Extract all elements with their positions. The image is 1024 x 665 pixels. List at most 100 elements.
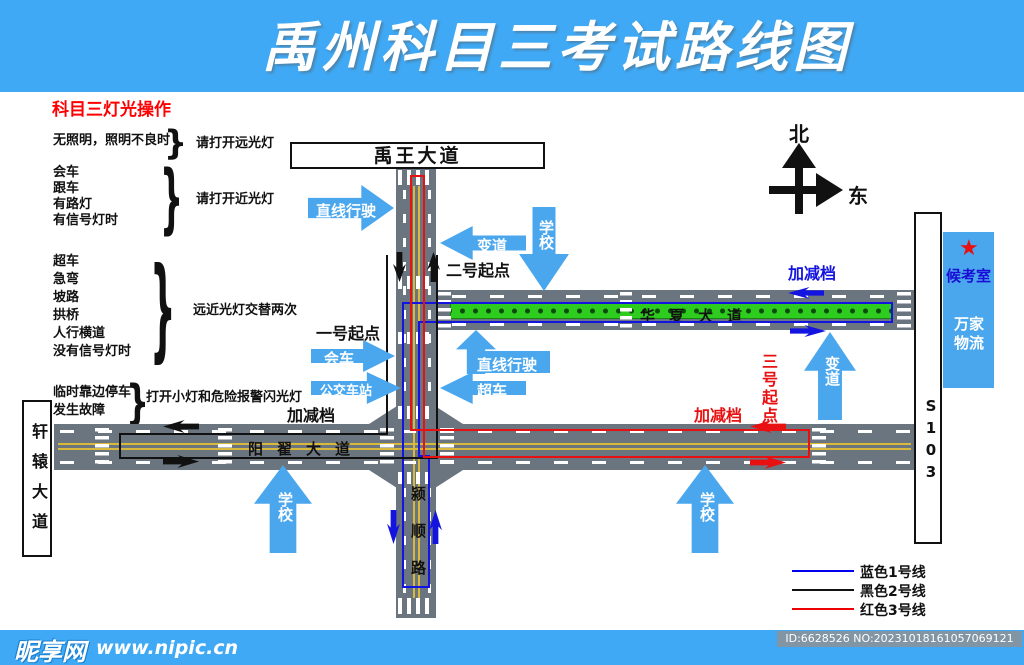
rule4-action: 打开小灯和危险报警闪光灯 [146,390,303,405]
route2-black-line [119,433,388,435]
rule3-condition: 急弯 [53,272,80,287]
crosswalk [812,428,826,466]
lane-dashes [60,430,910,433]
straight-driving-label-box [472,351,550,373]
sign-s103: S103 [914,212,942,544]
route1-blue-line [891,302,893,323]
route1-blue-line [428,455,430,588]
crosswalk [620,292,632,328]
junction-flare [369,406,397,424]
compass-east-label: 东 [848,184,868,208]
compass-north-arrow-icon [782,143,816,168]
gear-shift-label-red: 加减档 [694,406,743,425]
compass-east-arrow-icon [816,173,843,207]
image-id-badge: ID:6628526 NO:20231018161057069121 [777,631,1022,647]
route3-red-line [410,175,412,431]
rule2-condition: 跟车 [53,181,80,196]
road-label-huaxia: 华夏大道 [640,307,757,325]
meeting-label: 会车 [324,350,355,368]
rule2-condition: 有路灯 [53,197,93,212]
route2-black-line [386,255,388,435]
legend-label-blue: 蓝色1号线 [860,565,926,581]
center-line-yellow [58,443,911,450]
route1-blue-line [402,302,404,588]
crosswalk [398,406,434,419]
page-title: 禹州科目三考试路线图 [262,16,852,79]
watermark-site-url: www.nipic.cn [96,637,239,659]
legend-label-black: 黑色2号线 [860,584,926,600]
legend-line-red [792,608,854,610]
sign-yuwang-avenue: 禹王大道 [290,142,545,169]
rule1-action: 请打开远光灯 [196,136,275,151]
road-label-yingshun: 颍顺路 [409,486,427,597]
rule2-condition: 会车 [53,165,80,180]
title-banner [0,0,1024,92]
rule3-action: 远近光灯交替两次 [193,303,298,318]
route3-red-line [410,429,810,431]
star-icon: ★ [959,236,979,261]
rule3-condition: 没有信号灯时 [53,344,132,359]
school-label: 学校 [698,492,716,522]
route3-red-line [410,175,425,177]
brace-icon: } [164,124,188,163]
crosswalk [398,472,434,484]
rule3-condition: 超车 [53,254,80,269]
rule3-condition: 坡路 [53,290,80,305]
crosswalk [218,428,232,466]
lane-change-label: 变道 [477,237,508,255]
overtake-label: 超车 [477,382,508,400]
lane-dashes [60,461,910,464]
route2-black-line [436,255,438,459]
rule4-condition: 发生故障 [53,403,106,418]
straight-driving-label: 直线行驶 [477,356,538,374]
crosswalk [438,292,451,328]
route3-red-line [423,175,425,458]
sign-xuanyuan-avenue: 轩辕大道 [22,400,52,557]
legend-line-black [792,589,854,591]
route1-blue-line [402,302,893,304]
crosswalk [380,428,394,466]
rule2-action: 请打开近光灯 [196,192,275,207]
route2-black-line [119,457,438,459]
rule1-condition: 无照明，照明不良时 [53,133,171,148]
gear-shift-label-black: 加减档 [287,406,336,425]
gear-shift-label-blue: 加减档 [788,264,837,283]
waiting-room-label: 候考室 [946,267,992,285]
watermark-site-name: 昵享网 [14,638,86,665]
crosswalk [398,276,434,289]
lane-dashes [428,190,431,404]
compass-horizontal-bar [769,186,817,194]
rule3-condition: 拱桥 [53,308,80,323]
crosswalk [398,332,434,344]
straight-driving-label: 直线行驶 [316,202,377,220]
crosswalk [398,170,434,185]
subtitle-light-operations: 科目三灯光操作 [52,100,171,120]
legend-label-red: 红色3号线 [860,603,926,619]
legend-line-blue [792,570,854,572]
crosswalk [440,428,454,466]
route2-black-line [119,433,121,459]
crosswalk [95,428,109,466]
green-median [450,303,893,319]
rule2-condition: 有信号灯时 [53,213,119,228]
route1-blue-line [418,321,893,323]
route3-red-line [423,456,810,458]
brace-icon: } [150,248,176,376]
lane-dashes [452,323,890,326]
lane-dashes [452,295,890,298]
junction-flare [435,406,463,424]
rule4-condition: 临时靠边停车 [53,385,132,400]
junction-flare [435,470,463,488]
school-label: 学校 [276,492,294,522]
brace-icon: } [126,377,150,431]
lane-dashes [403,488,406,596]
crosswalk [398,598,434,614]
crosswalk [897,292,911,328]
waiting-room-box [943,232,994,388]
compass-north-label: 北 [789,122,809,146]
route3-red-line [808,429,810,458]
company-label: 万家物流 [954,315,985,352]
start-point-1-label: 一号起点 [316,324,381,343]
bus-stop-label: 公交车站 [320,384,373,399]
